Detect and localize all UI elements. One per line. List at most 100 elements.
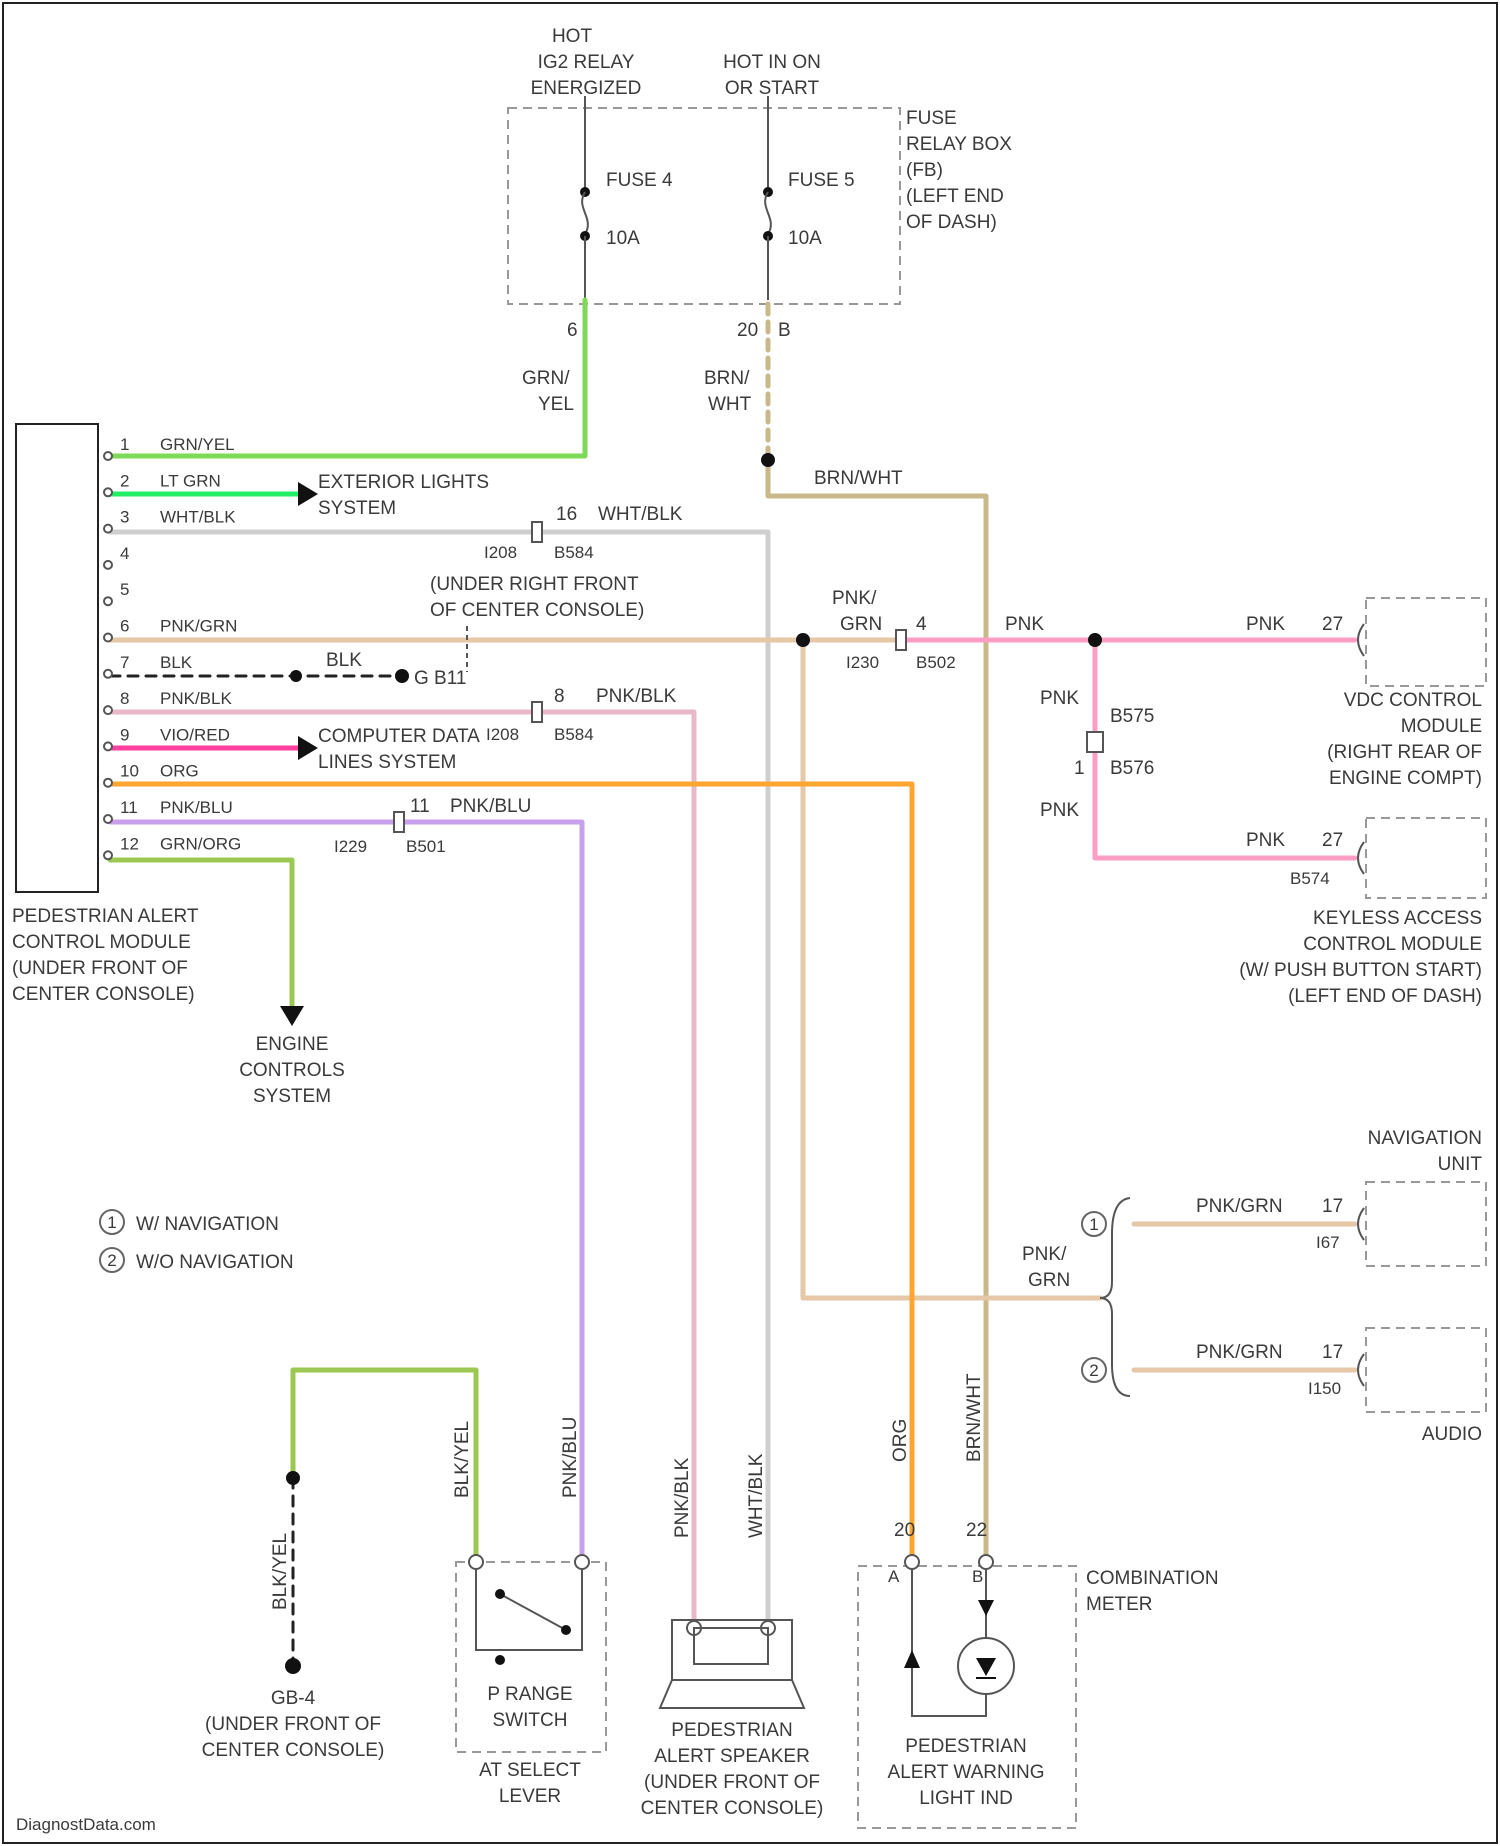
module-name-line3: (UNDER FRONT OF <box>12 958 188 979</box>
connector-4-id1: I230 <box>846 653 879 672</box>
module-pin-wire-color: ORG <box>160 762 199 781</box>
connector-8-id2: B584 <box>554 725 594 744</box>
fuse-box-line4: (LEFT END <box>906 186 1004 207</box>
p-range-terminal-2 <box>575 1555 589 1569</box>
keyless-wire-label: PNK <box>1246 830 1285 851</box>
module-pin-terminal <box>104 779 112 787</box>
connector-11-body <box>394 812 404 832</box>
vdc-name-line4: ENGINE COMPT) <box>1329 768 1482 789</box>
navigation-unit <box>1366 1182 1486 1266</box>
engine-controls-arrow <box>280 1006 304 1026</box>
meter-pin-a: A <box>888 1567 900 1586</box>
nav-pin: 17 <box>1322 1196 1343 1217</box>
connector-11-pin: 11 <box>410 796 430 817</box>
speaker-cone <box>660 1680 804 1708</box>
keyless-name: KEYLESS ACCESS CONTROL MODULE (W/ PUSH B… <box>1239 908 1482 1007</box>
module-pin-wire-color: WHT/BLK <box>160 508 236 527</box>
module-pin-wire-color: VIO/RED <box>160 725 230 744</box>
p-range-contact-point <box>561 1625 571 1635</box>
module-pin-terminal <box>104 706 112 714</box>
keyless-name-line3: (W/ PUSH BUTTON START) <box>1239 960 1482 981</box>
pedestrian-alert-control-module <box>16 424 98 892</box>
wire-org <box>110 784 912 1562</box>
connector-8: 8 PNK/BLK I208 B584 <box>486 686 677 744</box>
module-pin-terminal <box>104 742 112 750</box>
at-lever-line1: AT SELECT <box>479 1760 581 1781</box>
speaker-coil <box>694 1628 768 1664</box>
meter-name-line1: COMBINATION <box>1086 1568 1219 1589</box>
nav-connector-id: I67 <box>1316 1233 1340 1252</box>
gb4-line1: GB-4 <box>271 1688 316 1709</box>
warning-line2: ALERT WARNING <box>888 1762 1045 1783</box>
legend-marker-1-num: 1 <box>107 1213 116 1232</box>
wire-blk-yel <box>293 1370 476 1562</box>
b575-label: B575 <box>1110 706 1154 727</box>
connector-16-wire: WHT/BLK <box>598 504 683 525</box>
fuse-5-amps: 10A <box>788 228 822 249</box>
wht-blk-speaker-label: WHT/BLK <box>746 1453 767 1538</box>
p-range-switch: P RANGE SWITCH <box>469 1555 589 1731</box>
module-pin-wire-color: GRN/YEL <box>160 435 235 454</box>
connector-8-id1: I208 <box>486 725 519 744</box>
gb4-line2: (UNDER FRONT OF <box>205 1714 381 1735</box>
combination-meter: 20 22 A B COMBINATION METER PEDESTRIAN A… <box>888 1520 1219 1809</box>
b576-pin: 1 <box>1074 758 1085 779</box>
org-meter-label: ORG <box>890 1419 911 1462</box>
connector-8-wire: PNK/BLK <box>596 686 677 707</box>
splice-pnk <box>1088 633 1102 647</box>
module-pin-wire-color: PNK/GRN <box>160 617 237 636</box>
meter-pin-b: B <box>972 1567 983 1586</box>
p-range-terminal-1 <box>469 1555 483 1569</box>
audio-unit <box>1366 1328 1486 1412</box>
computer-data-line1: COMPUTER DATA <box>318 726 480 747</box>
connector-4: PNK/ GRN 4 I230 B502 <box>832 588 956 672</box>
at-lever-label: AT SELECT LEVER <box>479 1760 581 1807</box>
splice-blk <box>290 670 302 682</box>
hot-in-on-line2: OR START <box>725 78 820 99</box>
pnk-grn-line2: GRN <box>840 614 882 635</box>
fuse-5: FUSE 5 10A <box>763 96 855 300</box>
watermark: DiagnostData.com <box>16 1815 156 1834</box>
meter-terminal-a <box>905 1555 919 1569</box>
module-pin-terminal <box>104 851 112 859</box>
engine-controls-label: ENGINE CONTROLS SYSTEM <box>239 1034 345 1107</box>
fuse-pin-20: 20 <box>737 320 758 341</box>
under-right-line1: (UNDER RIGHT FRONT <box>430 574 639 595</box>
engine-line1: ENGINE <box>256 1034 329 1055</box>
fuse-4-amps: 10A <box>606 228 640 249</box>
fuse-box-outline <box>508 108 900 304</box>
legend-without-nav: W/O NAVIGATION <box>136 1252 294 1273</box>
module-pin-number: 7 <box>120 653 129 672</box>
connector-11-id2: B501 <box>406 837 446 856</box>
module-pin-wire-color: LT GRN <box>160 471 221 490</box>
splice-pnk-grn <box>796 633 810 647</box>
connector-16-body <box>532 522 542 542</box>
pnk-grn-branch-line1: PNK/ <box>1022 1244 1067 1265</box>
fuse-4-label: FUSE 4 <box>606 170 673 191</box>
fuse-box-label: FUSE RELAY BOX (FB) (LEFT END OF DASH) <box>906 108 1012 233</box>
connector-11-wire: PNK/BLU <box>450 796 531 817</box>
computer-data-line2: LINES SYSTEM <box>318 752 456 773</box>
fuse-box-line2: RELAY BOX <box>906 134 1012 155</box>
gb4-line3: CENTER CONSOLE) <box>202 1740 385 1761</box>
connector-11: 11 PNK/BLU I229 B501 <box>334 796 531 856</box>
at-lever-line2: LEVER <box>499 1786 561 1807</box>
meter-arrow-down <box>978 1600 994 1616</box>
vdc-name-line2: MODULE <box>1401 716 1482 737</box>
module-name-line2: CONTROL MODULE <box>12 932 191 953</box>
p-range-open-point <box>495 1655 505 1665</box>
module-pin-wire-color: GRN/ORG <box>160 834 241 853</box>
b576-label: B576 <box>1110 758 1154 779</box>
keyless-name-line1: KEYLESS ACCESS <box>1313 908 1482 929</box>
keyless-name-line4: (LEFT END OF DASH) <box>1288 986 1482 1007</box>
blk-label: BLK <box>326 650 362 671</box>
speaker-line4: CENTER CONSOLE) <box>641 1798 824 1819</box>
audio-option-num: 2 <box>1089 1361 1098 1380</box>
fuse-box-line3: (FB) <box>906 160 943 181</box>
blk-yel-ground-label: BLK/YEL <box>270 1533 291 1610</box>
module-pin-terminal <box>104 488 112 496</box>
audio-pin: 17 <box>1322 1342 1343 1363</box>
audio-wire-label: PNK/GRN <box>1196 1342 1283 1363</box>
